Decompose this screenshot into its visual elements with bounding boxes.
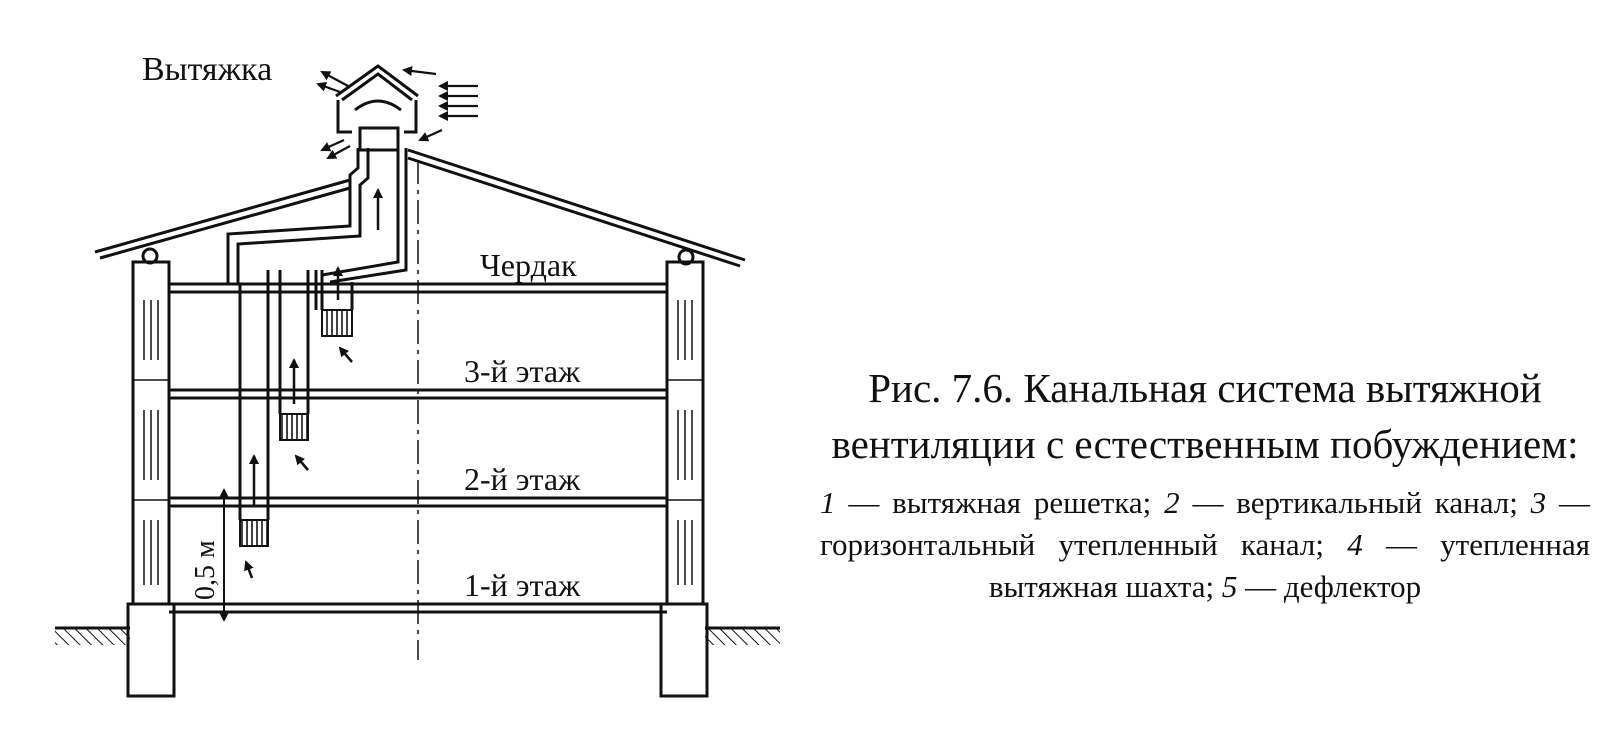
legend-num-4: 4 bbox=[1347, 527, 1363, 562]
label-floor1: 1-й этаж bbox=[464, 567, 581, 603]
wall-left bbox=[131, 260, 171, 606]
foundation-left bbox=[126, 602, 176, 698]
deflector-arrows bbox=[316, 66, 478, 159]
dimension-line bbox=[212, 488, 236, 622]
exhaust-grille-floor2 bbox=[279, 413, 309, 441]
roof bbox=[94, 148, 746, 268]
ground-right bbox=[705, 626, 780, 645]
ground-left bbox=[55, 626, 130, 645]
label-dimension: 0,5 м bbox=[190, 540, 221, 600]
legend-num-3: 3 bbox=[1530, 485, 1547, 520]
legend-text-2: — вертикальный канал; bbox=[1179, 485, 1531, 520]
caption-legend: 1 — вытяжная решетка; 2 — вертикальный к… bbox=[820, 482, 1590, 608]
wall-right bbox=[665, 260, 705, 606]
vertical-channels bbox=[238, 270, 354, 520]
exhaust-grille-floor3 bbox=[321, 309, 353, 337]
label-attic: Чердак bbox=[480, 247, 577, 283]
legend-num-5: 5 bbox=[1221, 569, 1238, 604]
label-floor2: 2-й этаж bbox=[464, 461, 581, 497]
figure-caption: Рис. 7.6. Канальная система вытяжной вен… bbox=[820, 360, 1590, 608]
foundation-right bbox=[659, 602, 709, 698]
legend-num-2: 2 bbox=[1164, 485, 1180, 520]
legend-text-3: — горизонтальный утепленный канал; bbox=[820, 485, 1590, 562]
caption-title: Рис. 7.6. Канальная система вытяжной вен… bbox=[831, 365, 1579, 467]
legend-num-1: 1 bbox=[820, 485, 836, 520]
exhaust-grille-floor1 bbox=[239, 519, 269, 547]
label-floor3: 3-й этаж bbox=[464, 353, 581, 389]
deflector bbox=[335, 64, 419, 134]
legend-text-4: — утепленная вытяжная шахта; bbox=[988, 527, 1590, 604]
airflow-arrows bbox=[244, 188, 383, 579]
legend-text-1: — вытяжная решетка; bbox=[835, 485, 1165, 520]
legend-text-5: — дефлектор bbox=[1237, 569, 1422, 604]
label-exhaust: Вытяжка bbox=[142, 51, 272, 88]
